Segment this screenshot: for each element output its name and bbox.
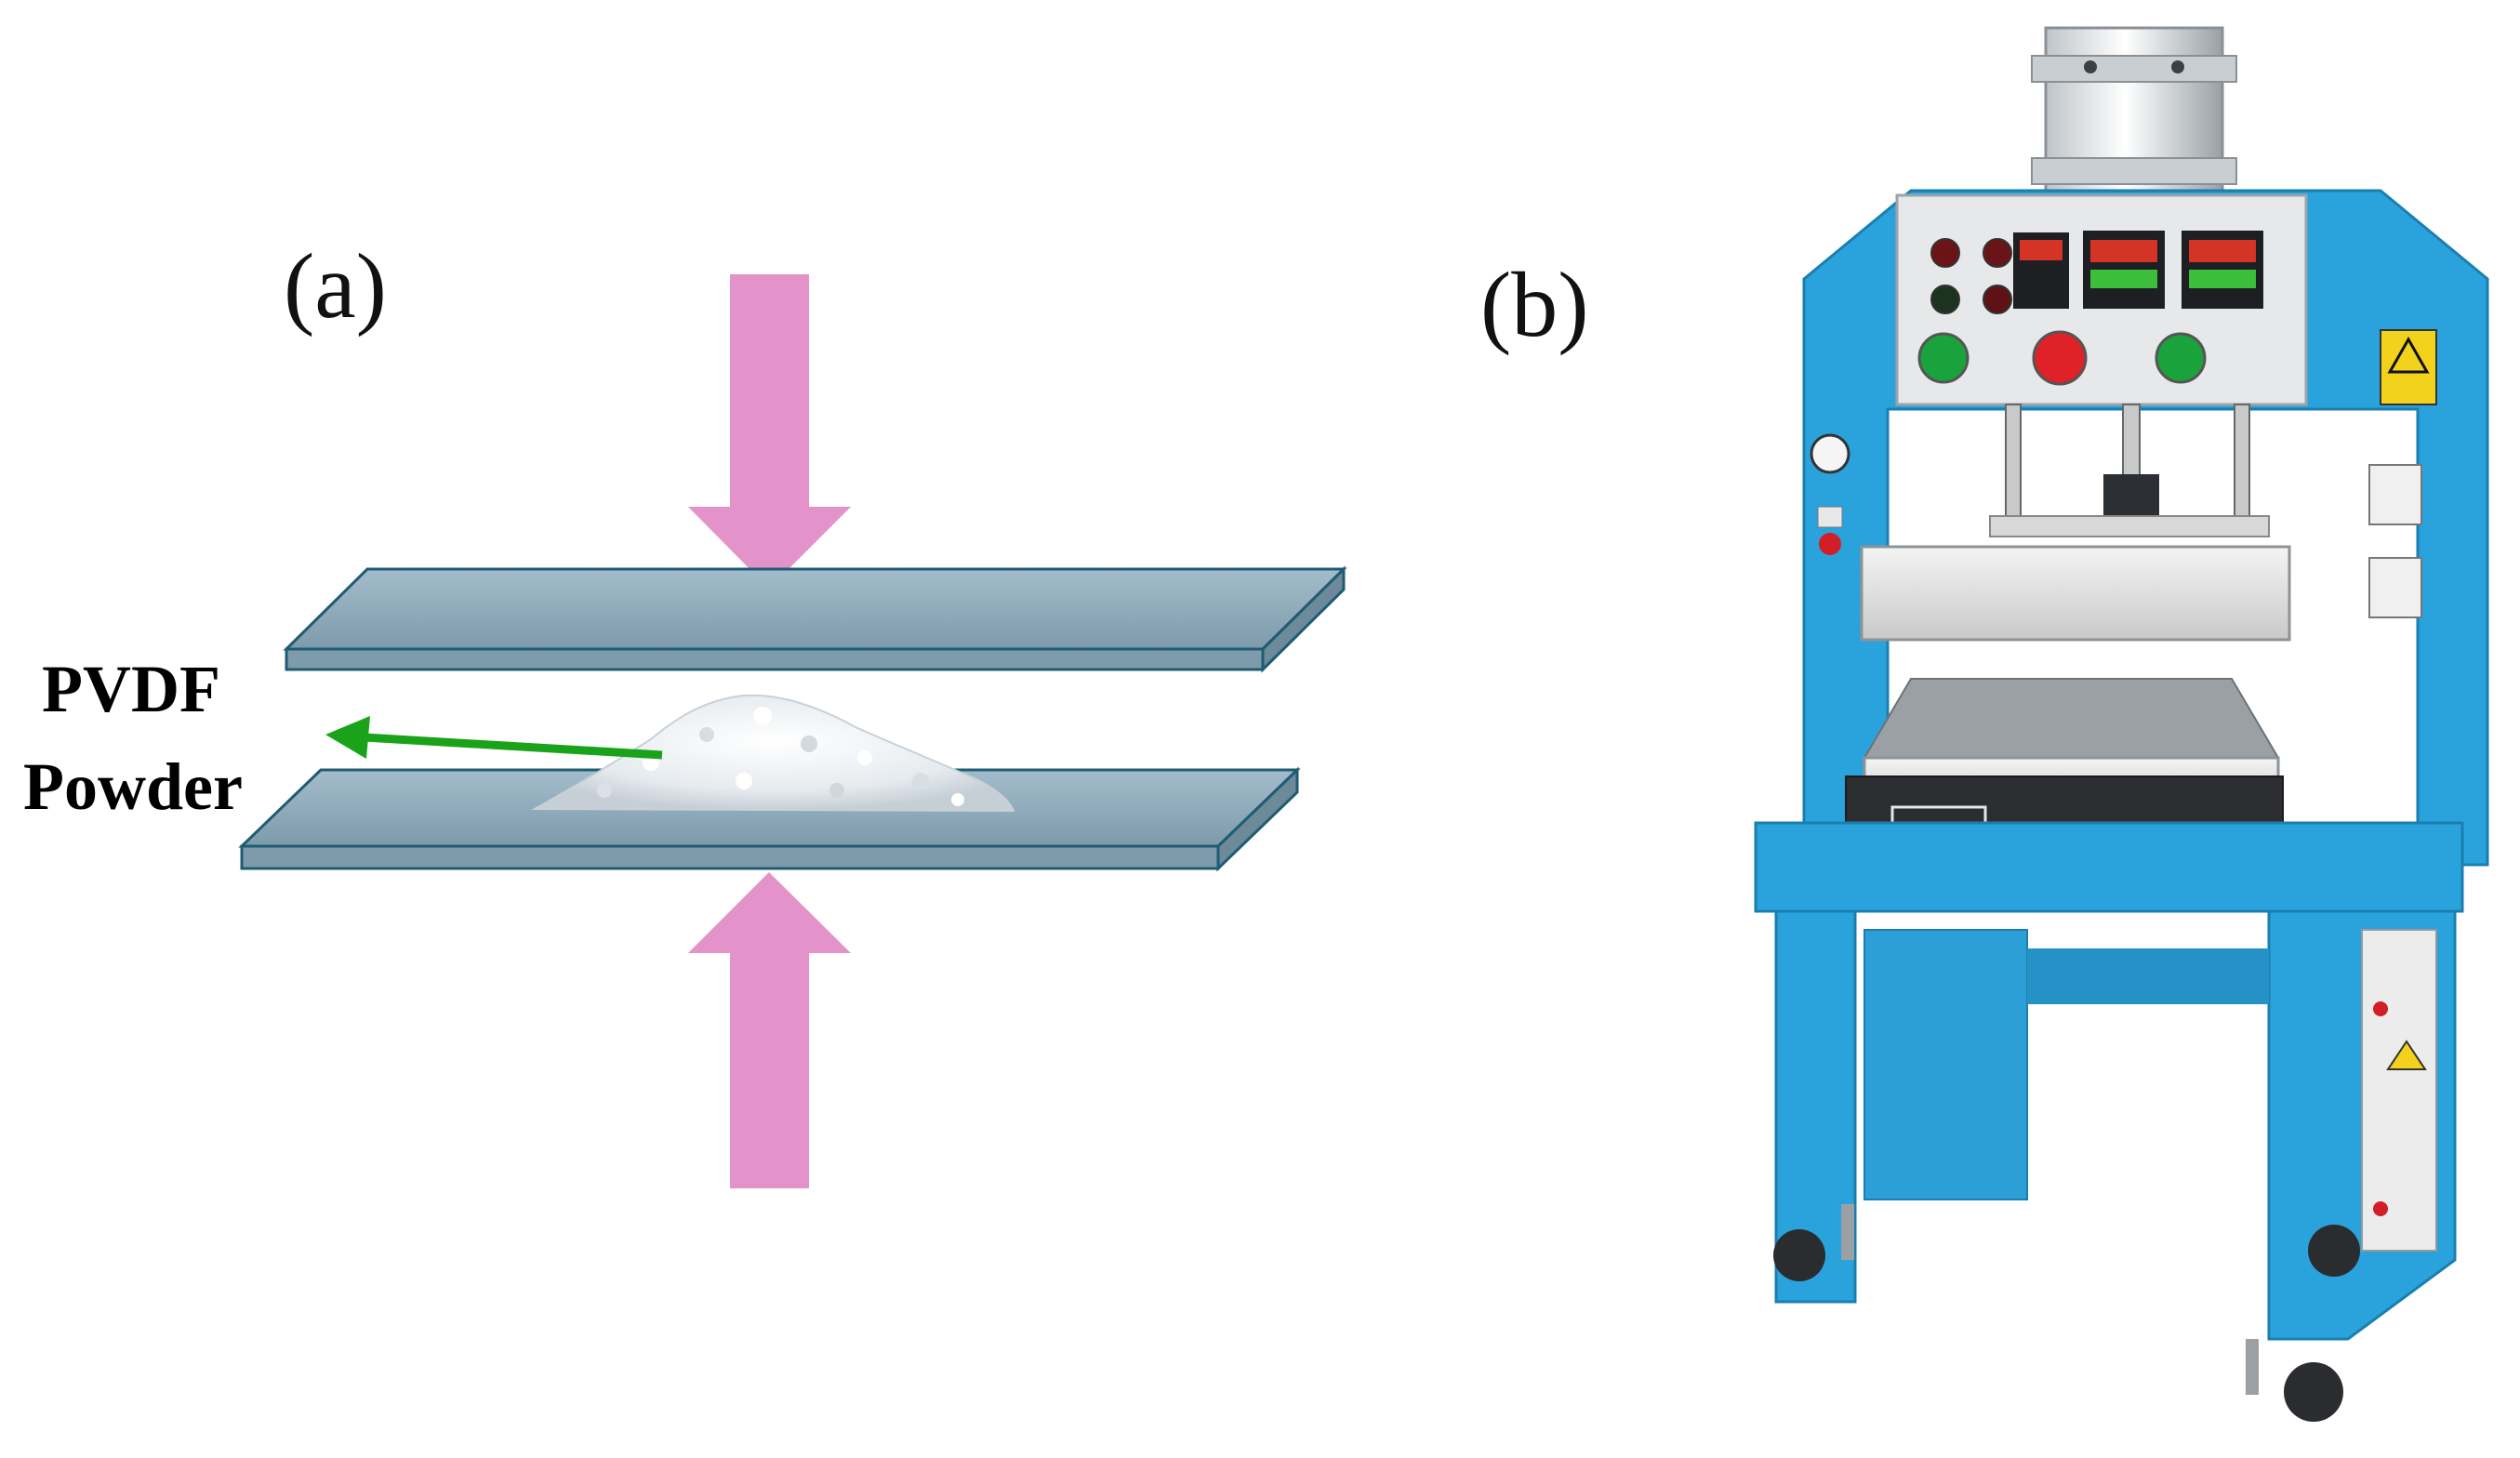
panel-label-a: (a): [284, 234, 387, 338]
schematic-panel-a: [238, 274, 1347, 1188]
top-pressure-arrow: [688, 274, 851, 589]
powder-pile-icon: [531, 694, 1015, 813]
pvdf-label: PVDF: [42, 652, 220, 726]
panel-label-b: (b): [1480, 253, 1589, 356]
bottom-pressure-arrow: [688, 872, 851, 1188]
pointer-arrow: [325, 716, 663, 760]
upper-plate: [283, 565, 1347, 673]
powder-label: Powder: [23, 749, 243, 824]
hydraulic-heat-press-machine-icon: [1754, 26, 2489, 1422]
